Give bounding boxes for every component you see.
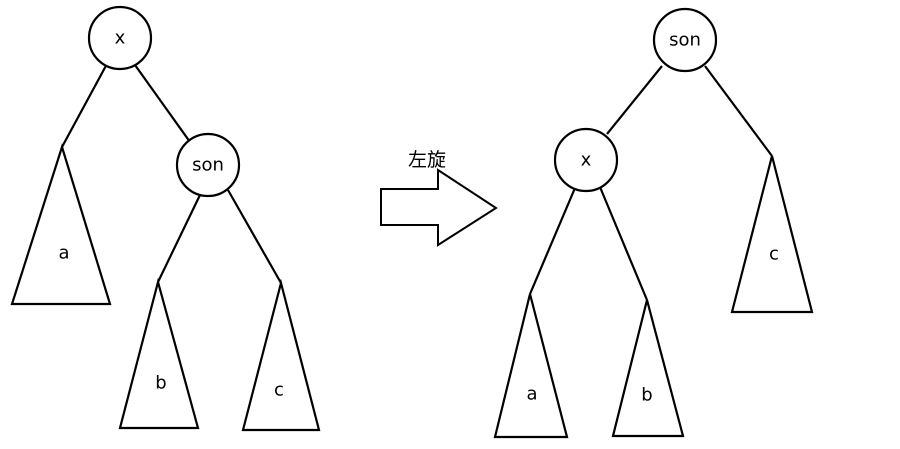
before-subtree-b: b [118,277,200,430]
after-edge-x-a [528,187,577,295]
after-subtree-b: b [611,299,685,438]
before-subtree-b-label: b [155,373,166,394]
after-subtree-b-label: b [641,385,652,406]
before-node-son-label: son [192,155,224,176]
before-tree: a b c x son [10,5,321,432]
after-subtree-a: a [493,293,569,439]
after-subtree-c-label: c [769,244,779,265]
right-arrow-icon [380,168,498,247]
before-edge-son-c [227,189,282,284]
before-node-x: x [87,5,153,71]
after-edge-x-b [598,186,649,301]
after-subtree-c: c [730,155,814,314]
after-node-son: son [652,7,718,73]
before-edge-son-b [157,194,201,283]
after-tree: a b c son x [493,7,814,439]
before-subtree-c: c [241,278,321,432]
after-node-x: x [553,127,619,193]
after-edge-son-x [606,65,663,135]
before-subtree-a-label: a [58,243,69,264]
arrow-label: 左旋 [408,149,446,171]
before-subtree-c-label: c [274,380,284,401]
before-subtree-a: a [10,143,112,306]
before-node-son: son [175,132,241,198]
rotation-arrow: 左旋 [380,149,498,247]
after-edge-son-c [704,65,773,157]
after-node-son-label: son [669,30,701,51]
after-node-x-label: x [581,150,592,171]
before-node-x-label: x [115,28,126,49]
before-edge-x-a [61,61,109,148]
after-subtree-a-label: a [526,384,537,405]
before-edge-x-son [134,64,191,143]
